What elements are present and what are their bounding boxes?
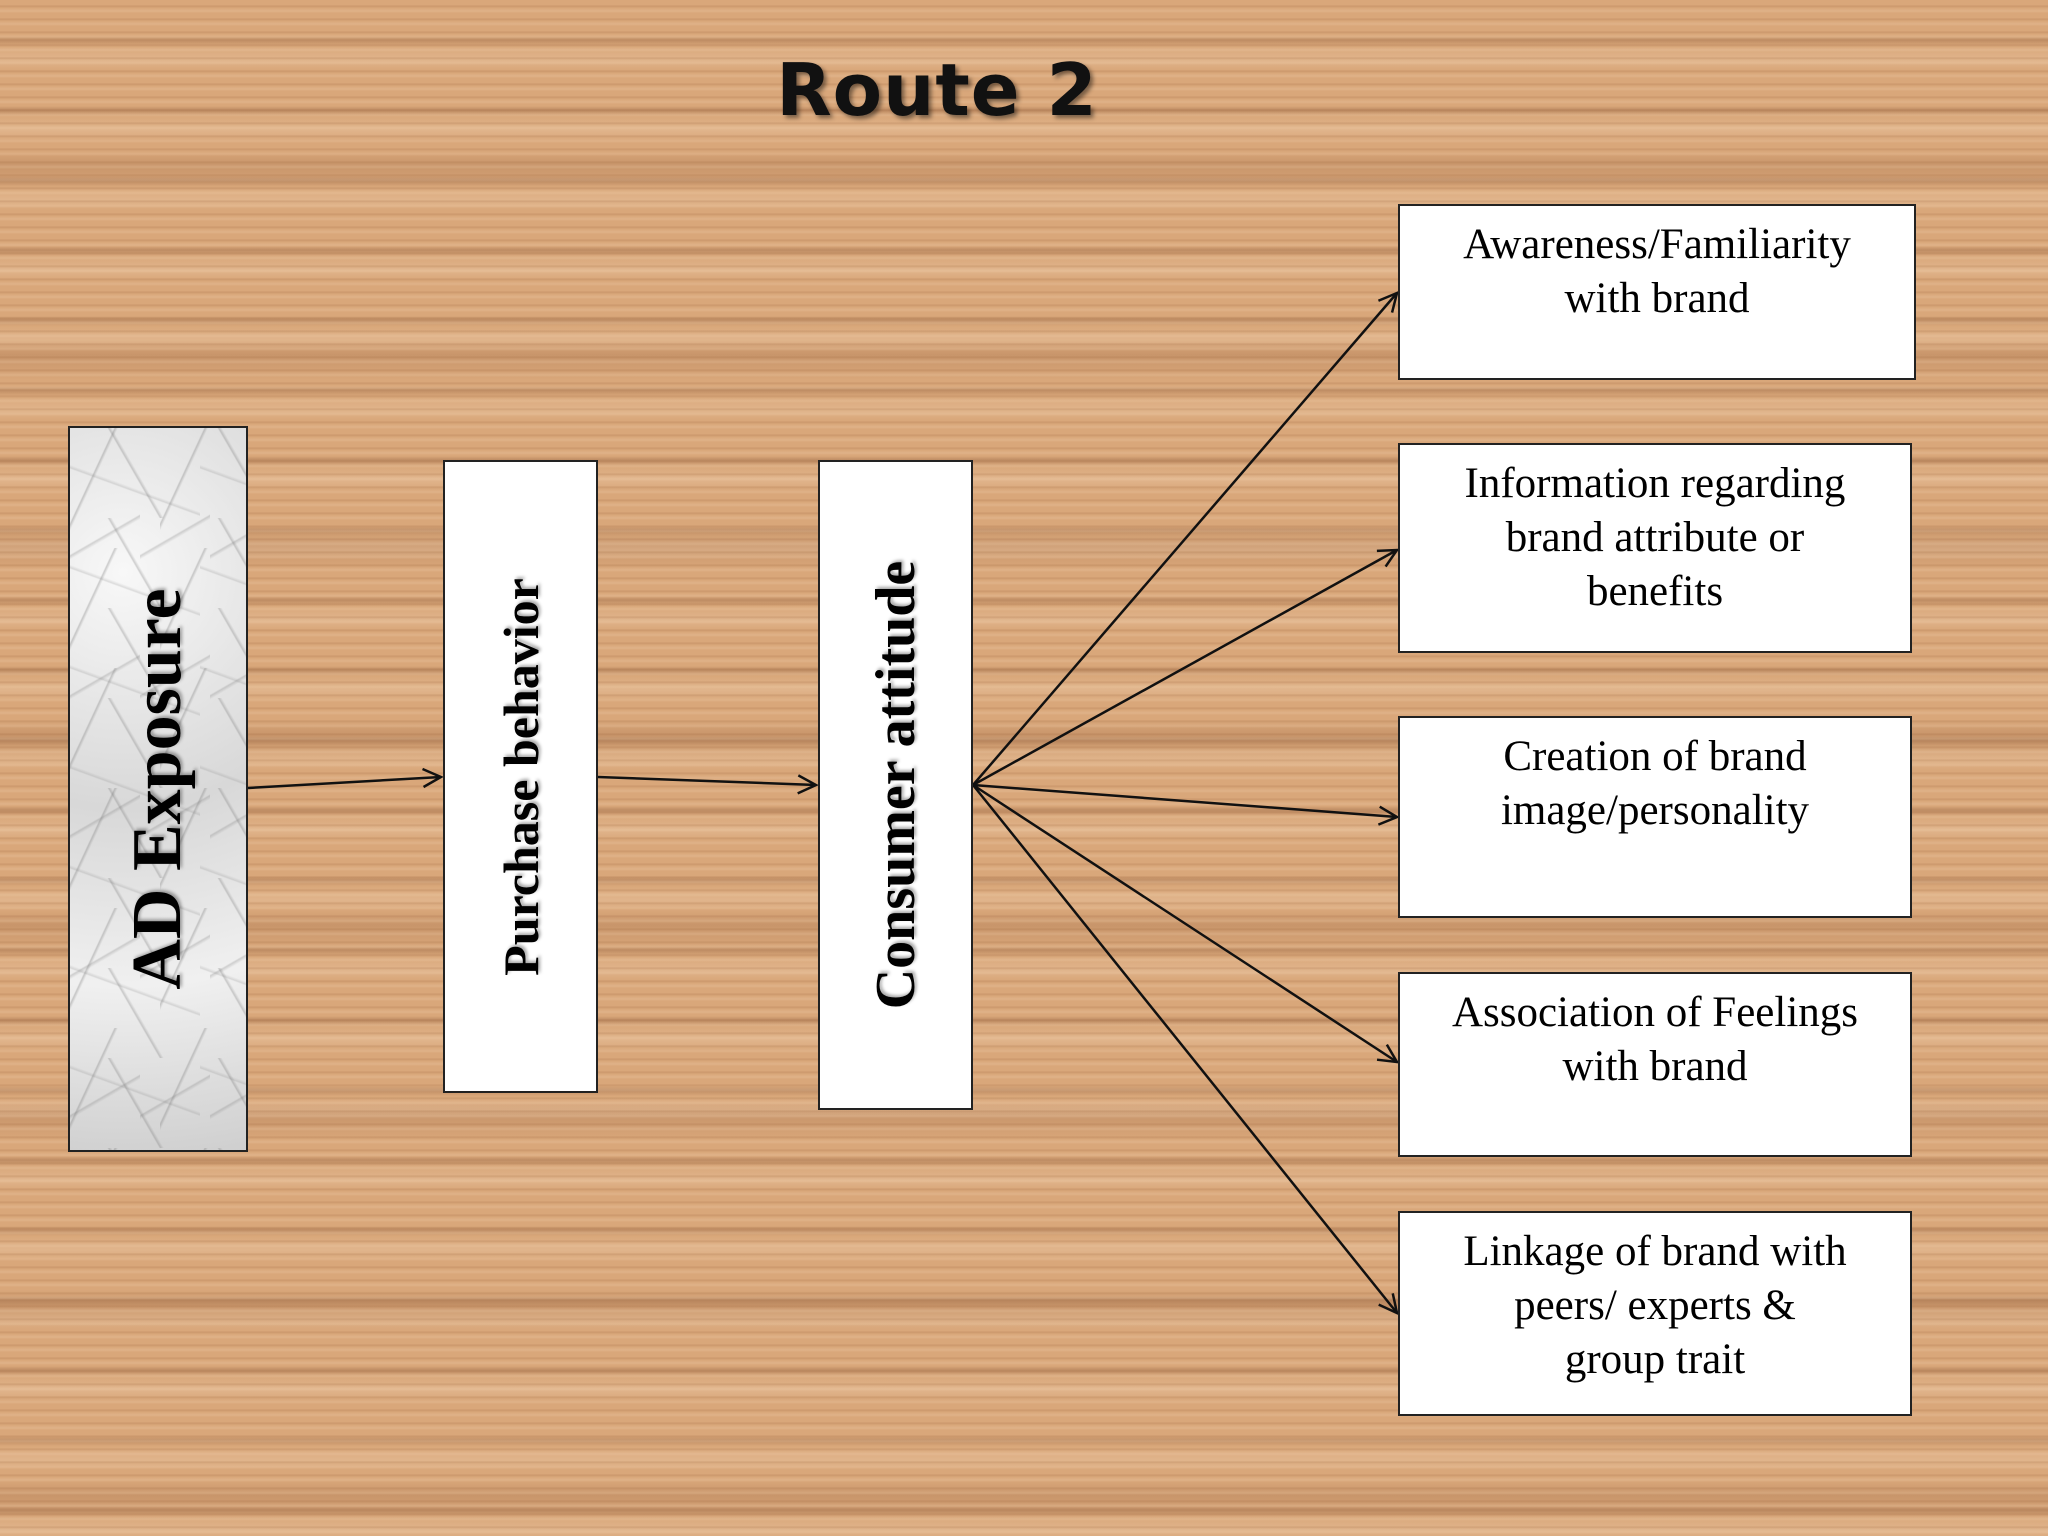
outcome-line: with brand bbox=[1562, 1043, 1748, 1090]
outcome-line: benefits bbox=[1586, 568, 1724, 615]
outcome-line: Association of Feelings bbox=[1451, 989, 1859, 1036]
arrow-ad-to-purchase bbox=[247, 777, 441, 790]
outcome-line: group trait bbox=[1564, 1336, 1746, 1383]
outcome-box-information: Information regarding brand attribute or… bbox=[1398, 443, 1912, 653]
outcome-line: Information regarding bbox=[1464, 460, 1846, 507]
ad-exposure-box: AD Exposure bbox=[68, 426, 248, 1152]
outcome-box-creation: Creation of brand image/personality bbox=[1398, 716, 1912, 918]
arrow-to-association bbox=[972, 783, 1397, 1062]
purchase-behavior-label: Purchase behavior bbox=[492, 577, 549, 976]
arrow-to-awareness bbox=[972, 293, 1397, 786]
consumer-attitude-label: Consumer attitude bbox=[864, 560, 927, 1010]
arrow-to-creation bbox=[972, 783, 1397, 817]
arrow-to-information bbox=[972, 550, 1397, 787]
outcome-line: Linkage of brand with bbox=[1463, 1228, 1847, 1275]
outcome-line: brand attribute or bbox=[1505, 514, 1805, 561]
ad-exposure-label: AD Exposure bbox=[119, 588, 196, 990]
outcome-line: image/personality bbox=[1500, 787, 1810, 834]
purchase-behavior-box: Purchase behavior bbox=[443, 460, 598, 1093]
outcome-line: peers/ experts & bbox=[1514, 1282, 1796, 1329]
slide-title: Route 2 bbox=[776, 48, 1098, 132]
consumer-attitude-box: Consumer attitude bbox=[818, 460, 973, 1110]
outcome-box-linkage: Linkage of brand with peers/ experts & g… bbox=[1398, 1211, 1912, 1416]
arrow-purchase-to-consumer bbox=[597, 777, 816, 785]
outcome-box-association: Association of Feelings with brand bbox=[1398, 972, 1912, 1157]
outcome-line: Awareness/Familiarity bbox=[1463, 221, 1851, 268]
arrow-to-linkage bbox=[972, 784, 1397, 1313]
outcome-box-awareness: Awareness/Familiarity with brand bbox=[1398, 204, 1916, 380]
outcome-line: with brand bbox=[1564, 275, 1750, 322]
outcome-line: Creation of brand bbox=[1503, 733, 1807, 780]
